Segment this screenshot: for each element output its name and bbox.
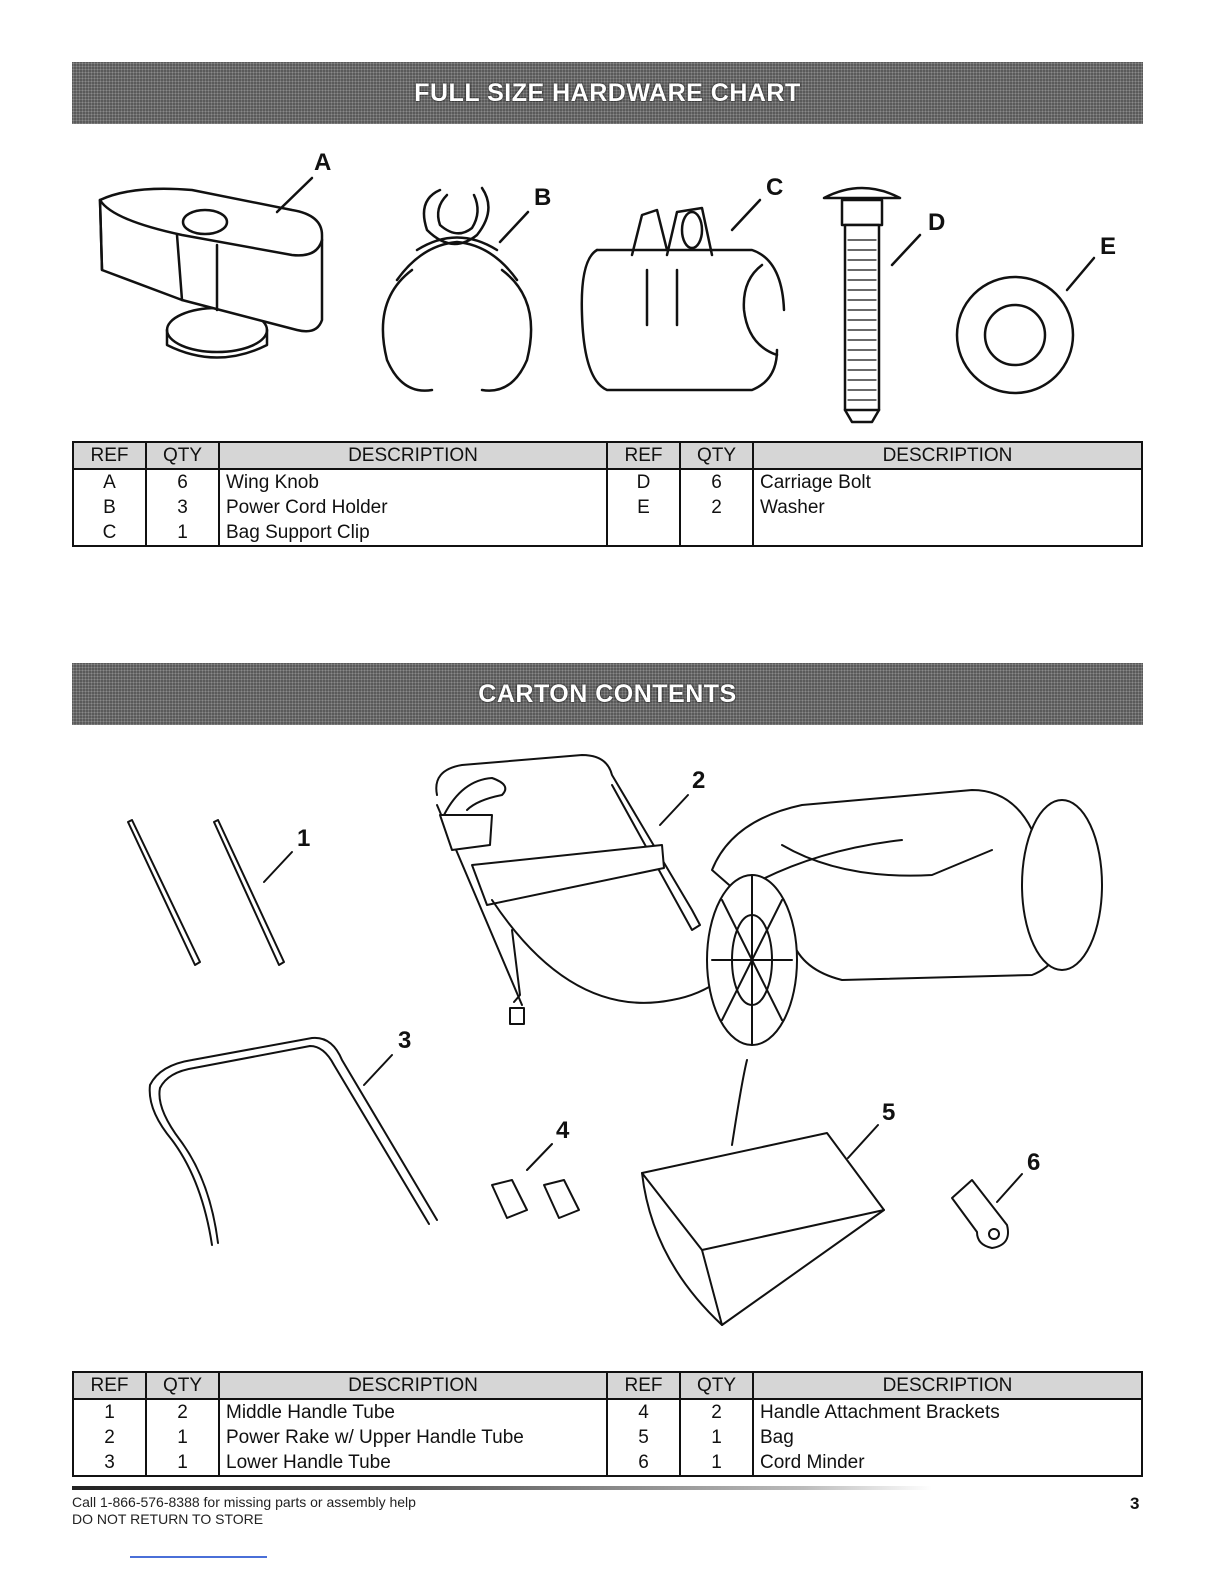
hardware-label-c: C — [766, 174, 783, 201]
cell-qty: 2 — [145, 1399, 220, 1425]
cell-qty: 1 — [145, 520, 220, 547]
carton-label-4: 4 — [556, 1117, 570, 1144]
table-header-row: REF QTY DESCRIPTION REF QTY DESCRIPTION — [72, 1371, 1143, 1400]
cell-ref — [606, 520, 681, 547]
table-row: C 1 Bag Support Clip — [72, 520, 1143, 547]
cell-ref: A — [72, 469, 147, 495]
cell-qty: 1 — [145, 1450, 220, 1477]
table-row: 2 1 Power Rake w/ Upper Handle Tube 5 1 … — [72, 1425, 1143, 1450]
cell-ref: 2 — [72, 1425, 147, 1450]
cell-qty: 1 — [679, 1450, 754, 1477]
cell-qty: 6 — [145, 469, 220, 495]
cell-ref: C — [72, 520, 147, 547]
cell-ref: 1 — [72, 1399, 147, 1425]
cell-qty: 6 — [679, 469, 754, 495]
table-row: 1 2 Middle Handle Tube 4 2 Handle Attach… — [72, 1399, 1143, 1425]
carton-illustrations: 1 2 3 4 5 — [127, 754, 1103, 1326]
hardware-label-d: D — [928, 209, 945, 236]
cell-qty: 2 — [679, 495, 754, 520]
hardware-label-e: E — [1100, 233, 1116, 260]
cord-minder-drawing — [951, 1179, 1009, 1249]
carton-label-5: 5 — [882, 1099, 895, 1126]
carton-label-2: 2 — [692, 767, 705, 794]
cell-description: Carriage Bolt — [752, 469, 1143, 495]
col-header-description: DESCRIPTION — [218, 1371, 608, 1400]
carton-label-6: 6 — [1027, 1149, 1040, 1176]
col-header-description: DESCRIPTION — [218, 441, 608, 470]
cell-ref: 5 — [606, 1425, 681, 1450]
power-rake-drawing — [435, 754, 1103, 1046]
footer-return-notice: DO NOT RETURN TO STORE — [72, 1511, 264, 1527]
wing-knob-drawing — [98, 187, 324, 359]
cell-qty: 1 — [679, 1425, 754, 1450]
cell-description: Middle Handle Tube — [218, 1399, 608, 1425]
page-number: 3 — [1130, 1494, 1140, 1513]
cell-description — [752, 520, 1143, 547]
cell-ref: B — [72, 495, 147, 520]
table-row: B 3 Power Cord Holder E 2 Washer — [72, 495, 1143, 520]
cell-description: Power Rake w/ Upper Handle Tube — [218, 1425, 608, 1450]
washer-drawing — [955, 275, 1075, 395]
col-header-qty: QTY — [145, 441, 220, 470]
cell-description: Bag — [752, 1425, 1143, 1450]
cell-qty: 3 — [145, 495, 220, 520]
cell-description: Wing Knob — [218, 469, 608, 495]
col-header-qty: QTY — [679, 441, 754, 470]
cell-ref: 6 — [606, 1450, 681, 1477]
carton-contents-title: CARTON CONTENTS — [478, 679, 737, 708]
cell-qty: 2 — [679, 1399, 754, 1425]
col-header-ref: REF — [606, 441, 681, 470]
col-header-ref: REF — [606, 1371, 681, 1400]
col-header-ref: REF — [72, 1371, 147, 1400]
hardware-illustrations: A B C — [98, 149, 1116, 424]
table-row: A 6 Wing Knob D 6 Carriage Bolt — [72, 469, 1143, 495]
col-header-qty: QTY — [679, 1371, 754, 1400]
footer-rule — [72, 1486, 932, 1490]
col-header-qty: QTY — [145, 1371, 220, 1400]
bag-support-clip-drawing — [580, 206, 786, 392]
hardware-table: REF QTY DESCRIPTION REF QTY DESCRIPTION … — [72, 441, 1143, 547]
cell-description: Washer — [752, 495, 1143, 520]
handle-attachment-brackets-drawing — [491, 1179, 580, 1219]
carton-label-1: 1 — [297, 825, 310, 852]
cell-ref: 3 — [72, 1450, 147, 1477]
hardware-label-a: A — [314, 149, 331, 176]
carton-label-3: 3 — [398, 1027, 411, 1054]
cell-ref: D — [606, 469, 681, 495]
cell-description: Bag Support Clip — [218, 520, 608, 547]
carriage-bolt-drawing — [822, 186, 902, 424]
cell-ref: 4 — [606, 1399, 681, 1425]
table-header-row: REF QTY DESCRIPTION REF QTY DESCRIPTION — [72, 441, 1143, 470]
cell-description: Cord Minder — [752, 1450, 1143, 1477]
carton-table: REF QTY DESCRIPTION REF QTY DESCRIPTION … — [72, 1371, 1143, 1477]
footer-help-line: Call 1-866-576-8388 for missing parts or… — [72, 1494, 416, 1510]
col-header-ref: REF — [72, 441, 147, 470]
power-cord-holder-drawing — [381, 186, 533, 392]
cell-description: Lower Handle Tube — [218, 1450, 608, 1477]
lower-handle-tube-drawing — [148, 1036, 438, 1246]
hardware-label-b: B — [534, 184, 551, 211]
footer: Call 1-866-576-8388 for missing parts or… — [72, 1494, 416, 1528]
cell-description: Power Cord Holder — [218, 495, 608, 520]
carton-contents-banner: CARTON CONTENTS — [72, 663, 1143, 725]
bag-drawing — [641, 1059, 885, 1326]
cell-description: Handle Attachment Brackets — [752, 1399, 1143, 1425]
hardware-chart-banner: FULL SIZE HARDWARE CHART — [72, 62, 1143, 124]
table-row: 3 1 Lower Handle Tube 6 1 Cord Minder — [72, 1450, 1143, 1477]
col-header-description: DESCRIPTION — [752, 1371, 1143, 1400]
col-header-description: DESCRIPTION — [752, 441, 1143, 470]
cell-ref: E — [606, 495, 681, 520]
hardware-chart-title: FULL SIZE HARDWARE CHART — [414, 78, 801, 107]
cell-qty — [679, 520, 754, 547]
cell-qty: 1 — [145, 1425, 220, 1450]
middle-handle-tubes-drawing — [127, 819, 285, 966]
decorative-line — [130, 1556, 267, 1558]
